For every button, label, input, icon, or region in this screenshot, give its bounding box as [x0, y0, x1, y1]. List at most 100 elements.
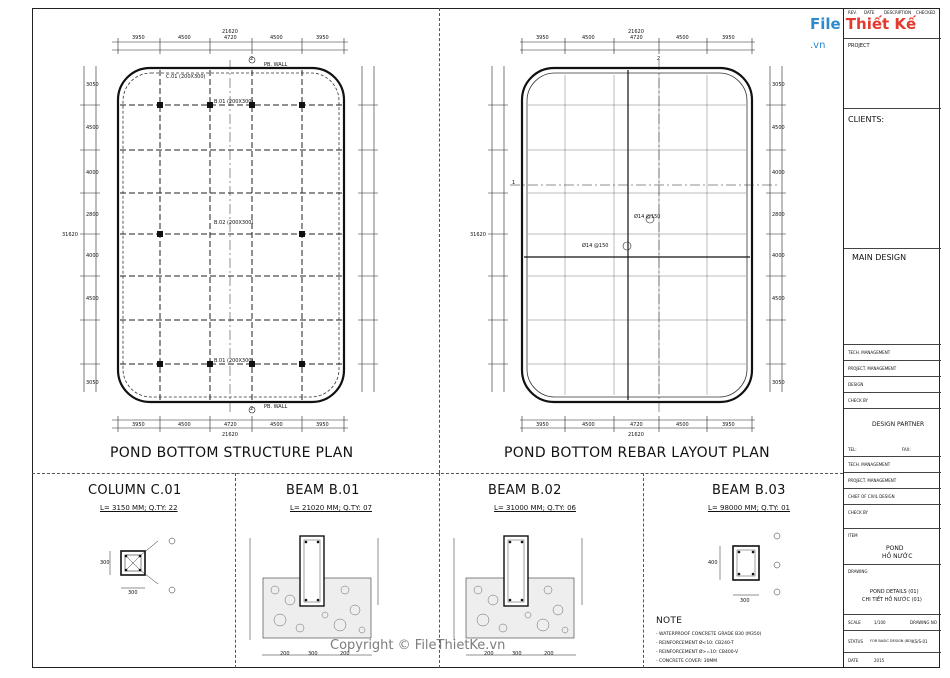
tb-rev-label: REV. [848, 10, 857, 15]
right-side-dim-2: 4500 [772, 125, 785, 131]
right-top-dim-3: 4720 [630, 35, 643, 41]
tb-design-partner-label: DESIGN PARTNER [872, 421, 925, 428]
tb-date-label: DATE [864, 10, 875, 15]
tb-drawing-value-1: POND DETAILS (01) [870, 589, 919, 595]
tb-row2-1: PROJECT. MANAGEMENT [844, 472, 941, 488]
tb-drawing-no-label: DRAWING NO [910, 620, 937, 625]
detail-spec-beam-b03: L= 98000 MM; Q.TY: 01 [708, 504, 790, 512]
section-mark-2-left-top: 2 [250, 56, 254, 62]
tb-check-by-label: CHECK BY [848, 398, 868, 403]
tb-row2-3: CHECK BY [844, 504, 941, 528]
beam-b02-dim-2: 300 [512, 651, 522, 657]
tb-project-label: PROJECT [848, 43, 870, 49]
section-mark-1-right: 1 [512, 180, 516, 186]
site-logo: File Thiết Kế .vn [810, 14, 922, 51]
tb-tel-label: TEL: [848, 447, 857, 452]
right-side-dim-1: 3050 [772, 82, 785, 88]
left-bottom-dim-2: 4500 [178, 422, 191, 428]
tb-item-value-1: POND [886, 545, 904, 552]
column-c01-dim-h: 300 [100, 560, 110, 566]
beam-b01-dim-1: 200 [280, 651, 290, 657]
right-overall-dim-bottom: 21620 [628, 432, 644, 438]
rebar-plan-title: POND BOTTOM REBAR LAYOUT PLAN [504, 445, 770, 461]
tb-row1-2: DESIGN [844, 376, 941, 392]
left-side-dim-6: 4500 [86, 296, 99, 302]
title-block: REV. DATE DESCRIPTION CHECKED PROJECT CL… [843, 8, 941, 668]
tb-date-label: DATE [848, 658, 859, 663]
tb-drawing-no-value: KS/S-01 [912, 639, 928, 644]
detail-divider-2 [439, 473, 440, 668]
right-top-dim-4: 4500 [676, 35, 689, 41]
left-bottom-dim-4: 4500 [270, 422, 283, 428]
structure-plan-title: POND BOTTOM STRUCTURE PLAN [110, 445, 354, 461]
right-side-dim-5: 4000 [772, 253, 785, 259]
left-side-dim-1: 3050 [86, 82, 99, 88]
tb-check-by-label-2: CHECK BY [848, 510, 868, 515]
beam-b01-dim-3: 200 [340, 651, 350, 657]
logo-text: File [810, 15, 841, 33]
left-top-dim-3: 4720 [224, 35, 237, 41]
tb-row2-0: TECH. MANAGEMENT [844, 456, 941, 472]
left-side-dim-2: 4500 [86, 125, 99, 131]
left-bottom-dim-1: 3950 [132, 422, 145, 428]
left-top-dim-2: 4500 [178, 35, 191, 41]
left-bottom-dim-3: 4720 [224, 422, 237, 428]
notes-heading: NOTE [656, 616, 683, 626]
left-top-dim-5: 3950 [316, 35, 329, 41]
detail-title-beam-b02: BEAM B.02 [488, 483, 562, 498]
tb-item-value-2: HỒ NƯỚC [882, 553, 913, 560]
column-c01-dim-w: 300 [128, 590, 138, 596]
beam-b03-dim-h: 400 [708, 560, 718, 566]
detail-divider-1 [235, 473, 236, 668]
section-mark-2-left-bottom: 2 [250, 406, 254, 412]
note-item-1: - WATERPROOF CONCRETE GRADE B30 (M350) [656, 632, 762, 637]
beam-b03-dim-w: 300 [740, 598, 750, 604]
right-bottom-dim-3: 4720 [630, 422, 643, 428]
right-vertical-dim: 31620 [470, 232, 486, 238]
tb-scale-value: 1/100 [874, 620, 886, 625]
note-item-2: - REINFORCEMENT Ø<10: CB240-T [656, 641, 734, 646]
rebar-tag-1: Ø14 @150 [634, 214, 661, 220]
tb-main-design-label: MAIN DESIGN [852, 253, 907, 262]
right-side-dim-3: 4000 [772, 170, 785, 176]
rebar-tag-2: Ø14 @150 [582, 243, 609, 249]
tb-status-label: STATUS [848, 639, 864, 644]
left-vertical-dim: 31620 [62, 232, 78, 238]
right-top-dim-2: 4500 [582, 35, 595, 41]
tb-date-value: 2015 [874, 658, 885, 663]
tb-description-label: DESCRIPTION [884, 10, 912, 15]
left-top-dim-1: 3950 [132, 35, 145, 41]
beam-b02-dim-3: 200 [544, 651, 554, 657]
left-bottom-dim-5: 3950 [316, 422, 329, 428]
left-side-dim-4: 2800 [86, 212, 99, 218]
tb-tech-management-label: TECH. MANAGEMENT [848, 350, 891, 355]
tb-row2-2: CHIEF OF CIVIL DESIGN [844, 488, 941, 504]
right-bottom-dim-4: 4500 [676, 422, 689, 428]
tb-clients-label: CLIENTS: [848, 115, 885, 124]
logo-text-2: Thiết Kế [845, 15, 917, 33]
tb-drawing-cell: DRAWING POND DETAILS (01) CHI TIẾT HỒ NƯ… [844, 564, 941, 614]
detail-spec-beam-b02: L= 31000 MM; Q.TY: 06 [494, 504, 576, 512]
note-item-4: - CONCRETE COVER: 30MM [656, 659, 718, 664]
detail-title-beam-b03: BEAM B.03 [712, 483, 786, 498]
beam-tag-c01: C.01 (200X300) [166, 74, 206, 80]
beam-tag-b02: B.02 (200X300) [214, 220, 254, 226]
beam-tag-b01-top: B.01 (200X300) [214, 99, 254, 105]
right-top-dim-5: 3950 [722, 35, 735, 41]
left-overall-dim-bottom: 21620 [222, 432, 238, 438]
detail-title-column-c01: COLUMN C.01 [88, 483, 182, 498]
beam-b02-dim-1: 200 [484, 651, 494, 657]
tb-item-cell: ITEM POND HỒ NƯỚC [844, 528, 941, 564]
wall-label-bottom: PB. WALL [264, 404, 288, 410]
tb-scale-row: SCALE 1/100 DRAWING NO [844, 614, 941, 630]
drawing-frame [32, 8, 940, 668]
right-top-dim-1: 3950 [536, 35, 549, 41]
note-item-3: - REINFORCEMENT Ø>=10: CB400-V [656, 650, 739, 655]
right-side-dim-4: 2800 [772, 212, 785, 218]
logo-suffix: .vn [810, 40, 826, 51]
